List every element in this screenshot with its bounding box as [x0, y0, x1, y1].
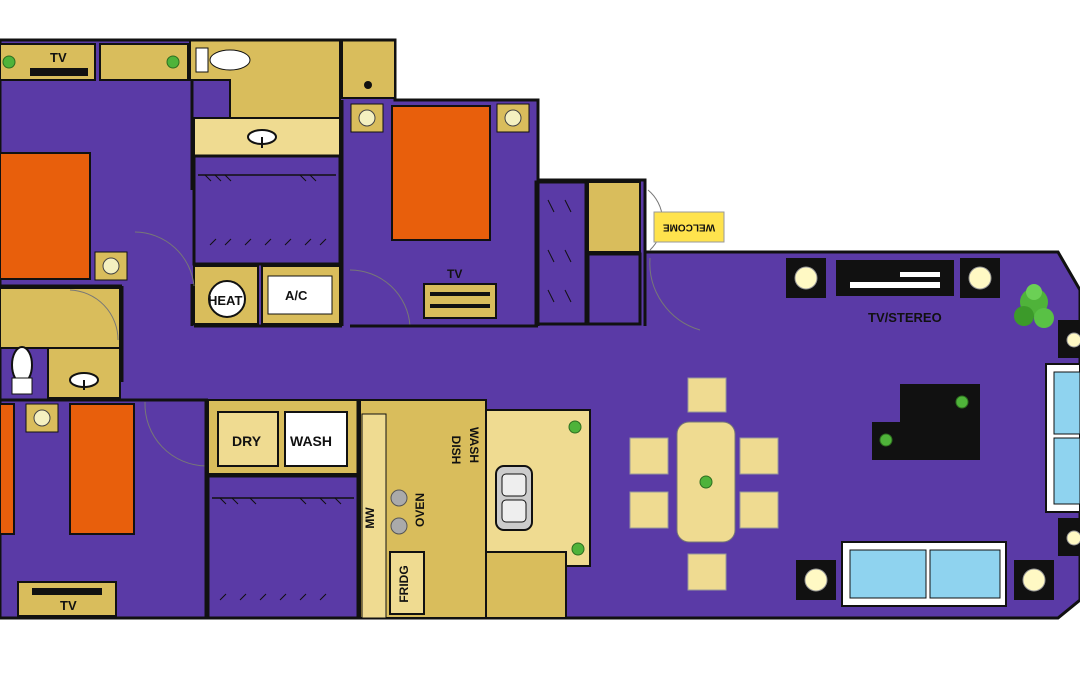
plant-icon	[1014, 284, 1054, 328]
plant-icon	[955, 395, 969, 409]
closet-hangers	[204, 174, 327, 246]
master-bed	[0, 152, 91, 280]
entry-storage	[587, 181, 641, 253]
bedroom2-bed	[391, 105, 491, 241]
plant-icon	[166, 55, 180, 69]
lamp-icon	[960, 258, 1000, 298]
lamp-icon	[786, 258, 826, 298]
sofa	[841, 541, 1007, 607]
dining-chairs	[629, 377, 779, 591]
lamp-icon	[1058, 518, 1080, 556]
lamp-icon	[1058, 320, 1080, 358]
dish-label: DISH	[449, 436, 463, 465]
bedroom3-bed-left	[0, 403, 15, 535]
entry-closet	[534, 180, 588, 326]
stove-burner-icon	[390, 517, 408, 535]
bedroom3-bed-right	[69, 403, 135, 535]
welcome-mat	[653, 211, 725, 243]
dish-wash-label: WASH	[467, 427, 481, 463]
lamp-icon	[94, 251, 128, 281]
tv-stereo-label: TV/STEREO	[868, 310, 942, 325]
door-swing	[134, 231, 195, 287]
door-swing	[649, 257, 701, 331]
washer	[284, 411, 348, 467]
heat-unit-icon	[208, 280, 246, 318]
coffee-table	[872, 384, 980, 460]
bedroom2-tv-label: TV	[447, 267, 462, 281]
mw-label: MW	[363, 507, 377, 529]
toilet-icon	[11, 346, 33, 395]
interior-walls	[0, 38, 647, 618]
door-swing	[349, 269, 411, 327]
lamp-icon	[796, 560, 836, 600]
sink-icon	[69, 372, 99, 390]
master-tv-label: TV	[50, 50, 67, 65]
door-swing	[69, 289, 119, 341]
oven-label: OVEN	[413, 493, 427, 527]
plant-icon	[571, 542, 585, 556]
toilet-icon	[195, 47, 251, 73]
door-swing	[144, 401, 207, 467]
heat-label: HEAT	[208, 293, 242, 308]
dryer-label: DRY	[232, 433, 262, 449]
fridge-label: FRIDG	[397, 565, 411, 602]
plant-icon	[568, 420, 582, 434]
bath2-counter	[0, 287, 121, 349]
plant-icon	[699, 475, 713, 489]
dryer	[217, 411, 279, 467]
fridge	[389, 551, 425, 615]
shower	[341, 39, 396, 99]
master-tv-shape	[30, 68, 88, 76]
bedroom2-tv-stand	[423, 283, 497, 319]
shower-head-icon	[364, 81, 372, 89]
welcome-label: WELCOME	[663, 221, 716, 232]
entry-storage-lower	[586, 252, 642, 326]
master-closet	[192, 154, 342, 266]
lamp-icon	[496, 103, 530, 133]
washer-label: WASH	[290, 433, 332, 449]
plant-icon	[2, 55, 16, 69]
mw-oven-cabinet	[361, 413, 387, 619]
sink-icon	[247, 129, 277, 148]
bedroom3-tv-stand	[17, 581, 117, 617]
lamp-icon	[350, 103, 384, 133]
bedroom3-tv-label: TV	[60, 598, 77, 613]
pantry	[485, 551, 567, 619]
lamp-icon	[25, 403, 59, 433]
lamp-icon	[1014, 560, 1054, 600]
stove-burner-icon	[390, 489, 408, 507]
tv-stereo-stand	[836, 260, 954, 296]
ac-label: A/C	[285, 288, 308, 303]
kitchen-sink-icon	[495, 465, 533, 531]
plant-icon	[879, 433, 893, 447]
